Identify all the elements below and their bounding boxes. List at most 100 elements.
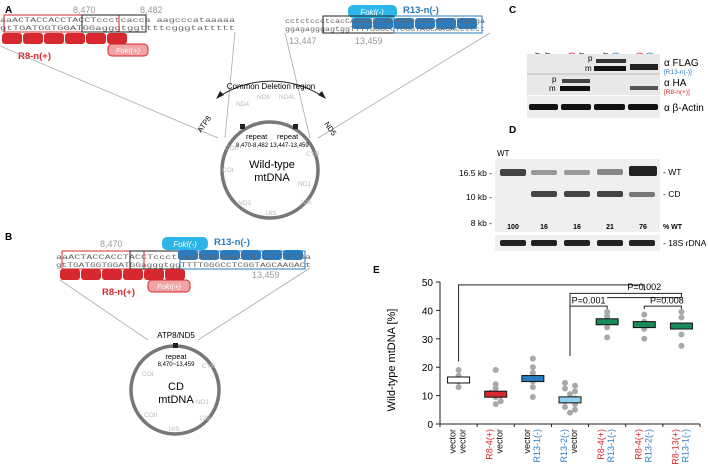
b-pos-right: 13,459 xyxy=(252,270,280,280)
b-junction: ATP8/ND5 xyxy=(157,331,195,340)
d-pct-value: 16 xyxy=(573,224,581,231)
e-mean-box xyxy=(484,390,508,398)
b-gene-12s: 12S xyxy=(199,415,211,422)
b-gene-nd1: ND1 xyxy=(196,399,209,406)
c-ha-band-p xyxy=(562,79,590,83)
e-bracket-p1 xyxy=(569,305,608,356)
e-point xyxy=(529,369,536,376)
a-gene-nd6: ND6 xyxy=(257,94,270,101)
b-gene-coi: COI xyxy=(142,371,154,378)
d-rdna-bands xyxy=(500,240,655,246)
a-gene-coi: COI xyxy=(222,167,234,174)
d-pct-value: 16 xyxy=(540,224,548,231)
d-wt-bands xyxy=(500,166,657,176)
e-point xyxy=(604,324,611,331)
d-band-wt: - WT xyxy=(663,167,681,177)
a-left-seq-top: aaACTACCACCTACCTccctcacca aagcccataaaaa xyxy=(0,17,235,24)
b-foki-plus-label: FokI(+) xyxy=(157,282,181,291)
e-point xyxy=(529,364,536,371)
a-circle-line2: mtDNA xyxy=(254,172,290,184)
e-point xyxy=(497,398,504,405)
a-circle-line1: Wild-type xyxy=(249,159,295,171)
a-gene-cyb: CYB xyxy=(306,151,319,158)
e-mean-box xyxy=(558,396,582,404)
e-pvalue-3: P=0.008 xyxy=(650,295,684,305)
a-common-deletion-arc xyxy=(219,80,323,97)
panel-a: A 8,470 8,482 aaACTACCACCTACCTccctcacca … xyxy=(0,5,491,220)
e-point xyxy=(455,367,462,374)
e-point xyxy=(641,335,648,342)
c-ha-sub: [R8-n(+)] xyxy=(664,89,690,96)
panel-b: B 8,470 FokI(-) R13-n(-) aaACTACCACCTACC… xyxy=(5,232,311,436)
a-arc-arrow-right xyxy=(318,91,326,99)
e-point xyxy=(604,313,611,320)
c-actin-band-4 xyxy=(628,104,658,110)
c-ha-label: α HA xyxy=(664,78,687,89)
panel-d: D WT 16.5 kb - 10 kb - 8 kb - - WT - C xyxy=(459,125,707,251)
panel-c: C vectorvectorR8-4(+)vectorvectorR13-1(-… xyxy=(509,5,704,118)
e-ytick-label: 30 xyxy=(422,335,434,346)
c-ha-m: m xyxy=(549,84,556,93)
a-gene-12s: 12S xyxy=(300,199,312,206)
c-ha-band-m xyxy=(560,86,590,91)
e-point xyxy=(678,314,685,321)
a-arc-arrow-left xyxy=(216,91,224,99)
d-wt-lane: WT xyxy=(497,149,510,158)
b-repeat-range: 8,470~13,459 xyxy=(158,362,196,368)
e-point xyxy=(567,391,573,398)
e-point xyxy=(567,409,573,416)
c-blot-actin xyxy=(527,96,660,118)
b-left-tale xyxy=(60,269,185,280)
a-right-tale-label: R13-n(-) xyxy=(403,5,439,16)
e-mean-box xyxy=(669,322,693,330)
a-right-seq-top: cctctccctcacCAAAACCCGGAAACCACCGTTCTGgaga xyxy=(285,18,485,25)
c-flag-p: p xyxy=(588,54,593,63)
d-pct-value: 100 xyxy=(507,224,519,231)
c-flag-sub: [R13-n(-)] xyxy=(664,69,692,76)
a-left-red-box xyxy=(3,14,120,33)
e-ytick-label: 0 xyxy=(427,420,433,431)
e-bracket-p3 xyxy=(643,305,682,309)
e-mean-box xyxy=(447,376,471,384)
e-xlabel-top: vector xyxy=(448,429,458,454)
b-repeat-label: repeat xyxy=(165,352,187,361)
a-left-tale xyxy=(2,33,127,44)
b-seq-top: aaACTACCACCTACCTccctcacCCGGAAACCACCGTTCT… xyxy=(56,254,311,261)
a-pos-right-right: 13,459 xyxy=(355,36,383,46)
a-gene-nd4: ND4 xyxy=(236,101,249,108)
e-xlabel-bottom: vector xyxy=(495,429,505,454)
a-gene-nd4l: ND4L xyxy=(279,94,296,101)
e-point xyxy=(678,331,685,338)
e-xlabel-bottom: R13-2(-) xyxy=(643,429,653,463)
a-repeat-right-marker xyxy=(293,124,298,129)
e-point xyxy=(529,355,536,362)
b-gene-coii: COII xyxy=(144,412,158,419)
a-pos-left-right: 13,447 xyxy=(289,36,317,46)
b-circle-line1: CD xyxy=(168,381,184,393)
e-point xyxy=(641,311,648,318)
e-xlabel-top: R8-13(+) xyxy=(670,429,680,465)
e-xlabel-bottom: vector xyxy=(569,429,579,454)
e-point xyxy=(562,379,568,386)
c-ha-band-lane4 xyxy=(630,86,658,90)
a-repeat-left-label: repeat xyxy=(246,132,268,141)
e-pvalue-2: P=0.002 xyxy=(627,282,661,292)
e-point xyxy=(455,384,462,391)
e-point xyxy=(492,385,499,392)
d-pct-value: 21 xyxy=(606,224,614,231)
d-pct-value: 76 xyxy=(639,224,647,231)
e-point xyxy=(572,406,578,413)
d-rdna-label: - 18S rDNA xyxy=(663,238,707,248)
b-pos-left: 8,470 xyxy=(100,239,123,249)
a-right-foki-label: FokI(-) xyxy=(360,8,384,17)
d-band-cd: - CD xyxy=(663,189,680,199)
c-ha-p: p xyxy=(552,75,557,84)
panel-c-label: C xyxy=(509,5,516,16)
e-point xyxy=(604,334,611,341)
d-pct-label: % WT xyxy=(663,224,683,231)
a-gene-nd1: ND1 xyxy=(298,181,311,188)
d-cd-bands xyxy=(531,191,655,197)
c-flag-m: m xyxy=(585,64,592,73)
